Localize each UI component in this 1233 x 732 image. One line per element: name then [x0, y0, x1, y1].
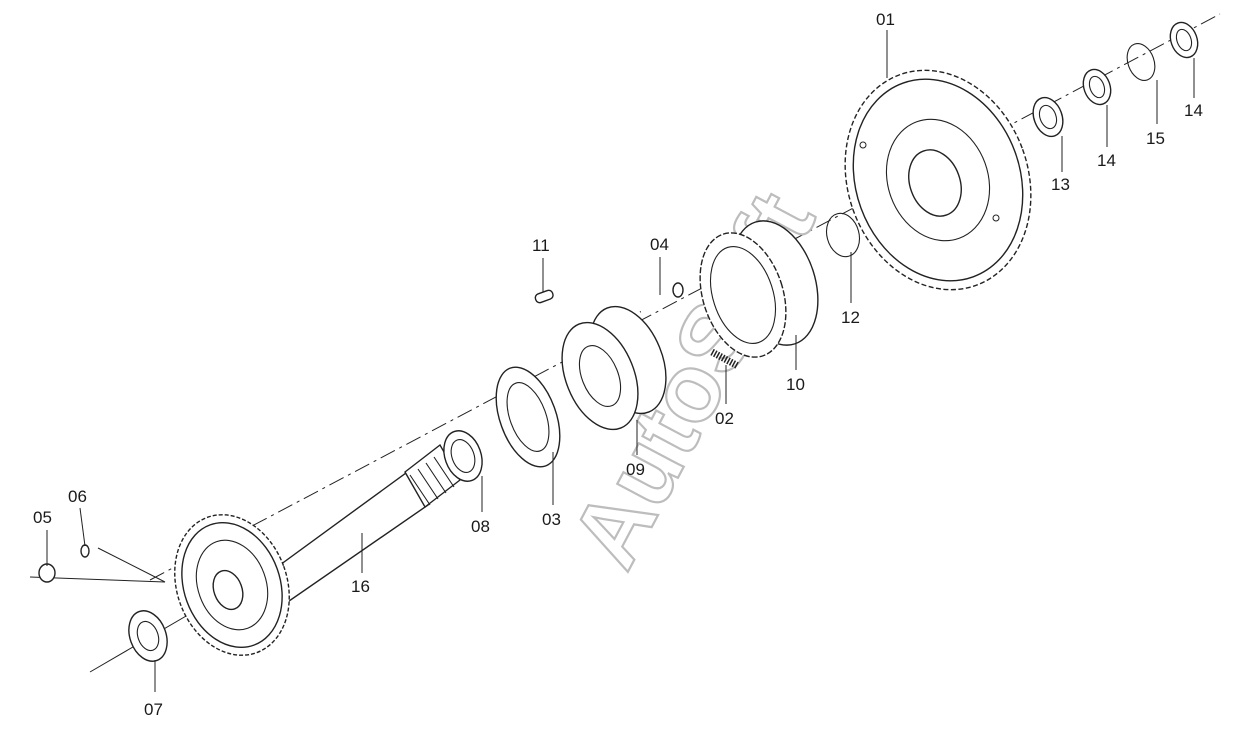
callout-01: 01 — [876, 10, 895, 29]
callout-14b: 14 — [1184, 101, 1203, 120]
part-09-hub — [561, 305, 667, 431]
leader-06 — [79, 507, 86, 547]
part-12-snap-ring — [825, 212, 861, 258]
callout-06: 06 — [68, 487, 87, 506]
part-10-cage — [699, 220, 819, 358]
part-08-seal — [443, 430, 483, 482]
part-15-shim — [1126, 43, 1156, 81]
part-06-washer — [80, 544, 90, 558]
callout-10: 10 — [786, 375, 805, 394]
callout-03: 03 — [542, 510, 561, 529]
callout-04: 04 — [650, 235, 669, 254]
callout-15: 15 — [1146, 129, 1165, 148]
part-04-bolt — [639, 282, 684, 314]
callout-02: 02 — [715, 409, 734, 428]
part-14-bearing-b — [1169, 21, 1199, 59]
callout-16: 16 — [351, 577, 370, 596]
part-14-bearing-a — [1082, 68, 1112, 106]
callout-11: 11 — [532, 236, 550, 255]
part-13-bearing — [1032, 96, 1064, 138]
part-03-thrust-plate — [495, 366, 561, 468]
callout-13: 13 — [1051, 175, 1070, 194]
callout-09: 09 — [626, 460, 645, 479]
callout-12: 12 — [841, 308, 860, 327]
part-07-bearing — [128, 610, 168, 662]
part-02-spring — [710, 348, 740, 370]
gear-hub — [212, 569, 244, 611]
callout-05: 05 — [33, 508, 52, 527]
part-05-nut — [38, 563, 56, 583]
callout-14a: 14 — [1097, 151, 1116, 170]
part-16-shaft-gear — [174, 443, 461, 656]
callout-08: 08 — [471, 517, 490, 536]
part-01-gear — [844, 69, 1032, 291]
axis-dash-left — [97, 547, 166, 583]
part-11-pin — [534, 289, 554, 304]
callout-07: 07 — [144, 700, 163, 719]
